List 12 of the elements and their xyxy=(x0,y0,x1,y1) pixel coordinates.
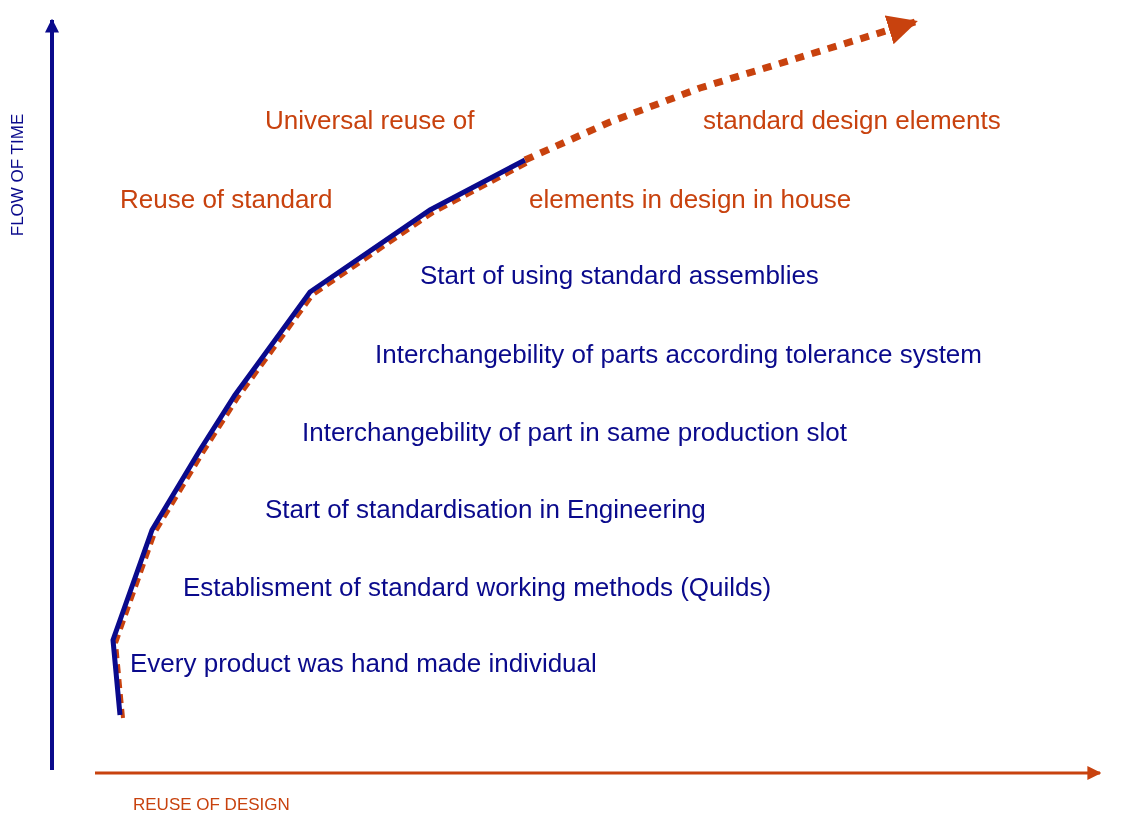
milestone-label: Reuse of standard xyxy=(120,184,333,214)
axis-title: REUSE OF DESIGN xyxy=(133,795,290,815)
milestone-label: Interchangebility of part in same production slot xyxy=(302,417,847,447)
milestone-label: Establisment of standard working methods (Quilds) xyxy=(183,572,772,602)
milestone-label: Interchangebility of parts according tolerance system xyxy=(375,339,982,369)
milestone-label: Universal reuse of xyxy=(265,105,475,135)
milestone-label: standard design elements xyxy=(703,105,1001,135)
axis-title: FLOW OF TIME xyxy=(8,113,28,237)
milestone-label: elements in design in house xyxy=(529,184,852,214)
milestone-label: Every product was hand made individual xyxy=(130,648,597,678)
milestone-label: Start of standardisation in Engineering xyxy=(265,494,706,524)
milestone-label: Start of using standard assemblies xyxy=(420,260,819,290)
